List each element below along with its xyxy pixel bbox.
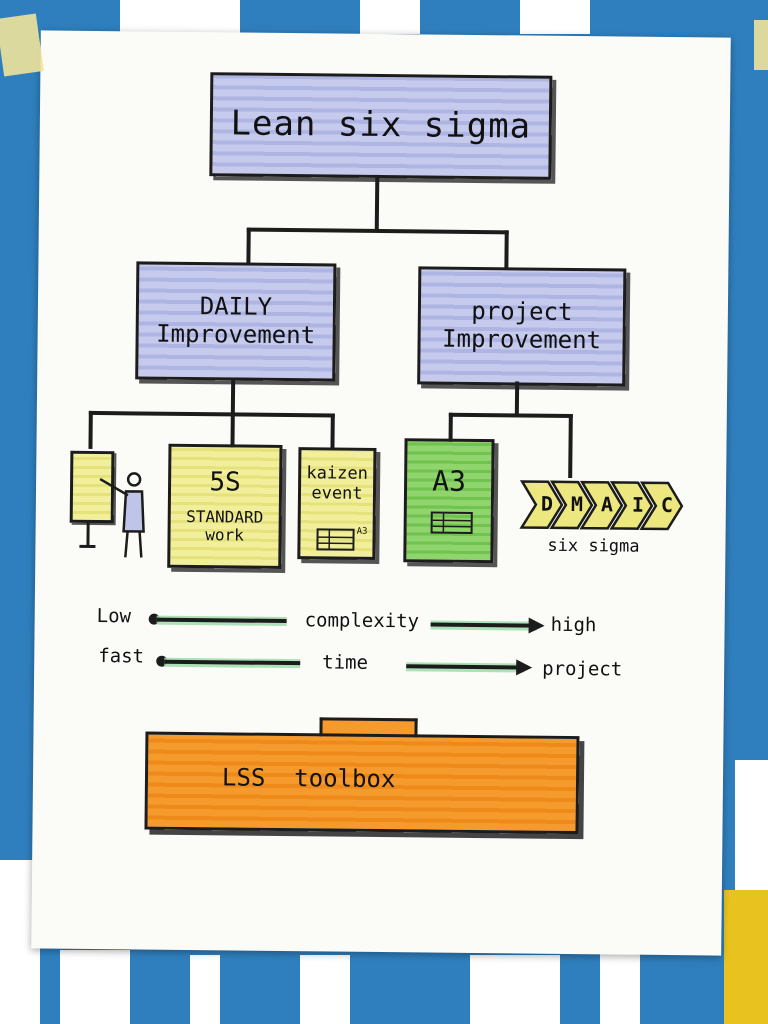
connector	[246, 227, 509, 235]
project-improvement-box: project Improvement	[417, 266, 627, 387]
dmaic-letter-a: A	[600, 492, 614, 517]
wall-shape	[190, 955, 220, 1024]
a3-sheet-icon	[316, 528, 355, 551]
person-pointing-icon	[99, 472, 145, 558]
dmaic-letter-m: M	[570, 491, 584, 517]
dmaic-chevrons	[519, 480, 684, 531]
connector	[504, 230, 509, 269]
scale-complexity-right: high	[550, 613, 597, 637]
connector	[374, 174, 380, 231]
masking-tape	[0, 13, 44, 77]
board-stand-icon	[86, 520, 90, 547]
standard-work-line2: work	[205, 525, 244, 545]
toolbox-label: LSS toolbox	[221, 763, 396, 794]
flipchart-sheet: Lean six sigma DAILY Improvement project…	[31, 30, 731, 956]
wall-shape	[360, 0, 420, 34]
daily-improvement-box: DAILY Improvement	[135, 261, 337, 382]
connector	[230, 412, 235, 449]
daily-improvement-line2: Improvement	[156, 319, 316, 350]
connector	[514, 381, 520, 416]
wall-shape	[300, 955, 350, 1024]
scale-complexity-middle: complexity	[304, 609, 420, 633]
scale-time-middle: time	[322, 651, 369, 674]
dmaic-letter-d: D	[540, 491, 554, 516]
wall-shape	[60, 950, 130, 1024]
connector	[230, 378, 236, 415]
a3-label: A3	[432, 464, 467, 498]
a3-box: A3	[403, 438, 495, 564]
wall-shape	[470, 955, 560, 1024]
five-s-label: 5S	[209, 466, 241, 498]
dmaic-letter-i: I	[631, 492, 645, 517]
standard-work-line1: STANDARD	[186, 506, 264, 527]
connector	[88, 410, 335, 418]
wall-shape	[600, 950, 640, 1024]
masking-tape	[754, 20, 768, 70]
scale-time-right: project	[542, 657, 623, 681]
wall-shape	[520, 0, 590, 34]
dmaic-letter-c: C	[660, 492, 674, 518]
five-s-box: 5S STANDARD work	[167, 443, 283, 569]
arrow-right-icon	[516, 659, 533, 676]
wall-yellow-block	[724, 890, 768, 1024]
project-improvement-line2: Improvement	[441, 324, 602, 355]
dmaic-chevron	[549, 480, 594, 530]
project-improvement-line1: project	[471, 297, 573, 327]
title-box: Lean six sigma	[209, 72, 553, 180]
six-sigma-caption: six sigma	[547, 535, 640, 557]
a3-sheet-icon	[430, 511, 473, 534]
daily-improvement-line1: DAILY	[199, 292, 273, 322]
connector	[448, 412, 573, 419]
dmaic-chevron	[519, 480, 564, 530]
lss-toolbox: LSS toolbox	[144, 731, 580, 835]
dmaic-chevron	[609, 481, 654, 530]
connector	[568, 413, 573, 479]
diagram-title: Lean six sigma	[230, 103, 532, 148]
wall-shape	[120, 0, 240, 34]
connector	[246, 227, 251, 264]
kaizen-line2: event	[311, 482, 363, 504]
connector	[88, 410, 93, 449]
connector	[330, 413, 335, 450]
kaizen-a3-note: A3	[356, 526, 368, 537]
kaizen-line1: kaizen	[306, 463, 369, 484]
kaizen-event-box: kaizen event A3	[297, 447, 377, 560]
dmaic-chevron	[639, 481, 684, 531]
scale-complexity-left: Low	[96, 605, 132, 628]
dmaic-chevron	[579, 480, 624, 530]
arrow-right-icon	[528, 617, 545, 634]
scale-time-left: fast	[98, 645, 145, 668]
